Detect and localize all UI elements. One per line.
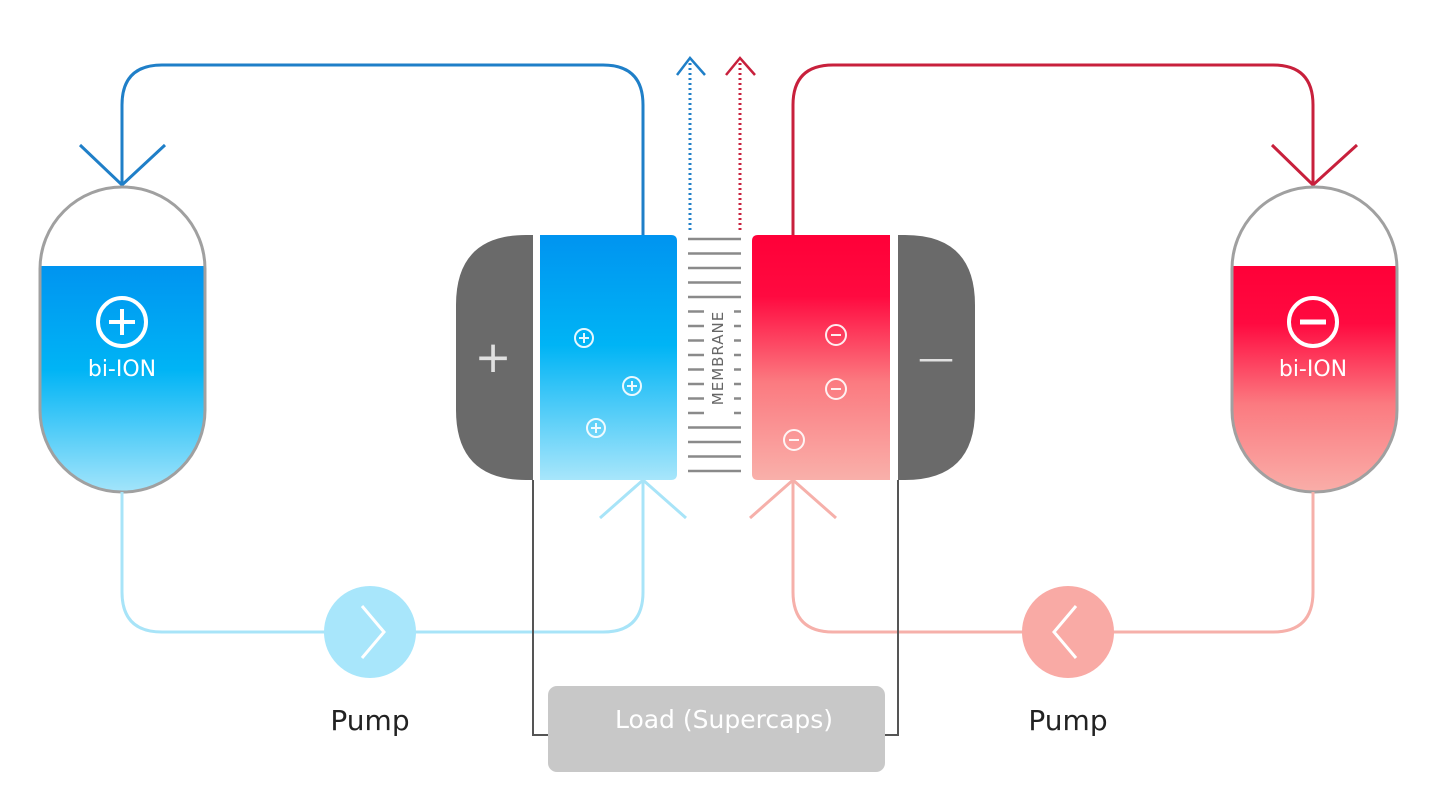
positive-ion-icon (622, 376, 642, 396)
positive-pump[interactable] (324, 586, 416, 678)
negative-ion-icon (825, 324, 847, 346)
negative-half-cell (752, 235, 890, 480)
negative-ion-icon (783, 429, 805, 451)
negative-up-arrow-icon (725, 56, 756, 76)
negative-return-pipe (791, 63, 1315, 235)
membrane-label: MEMBRANE (709, 311, 727, 405)
positive-electrode: + (456, 235, 533, 480)
positive-electrode-symbol: + (475, 332, 512, 383)
negative-ion-icon (825, 378, 847, 400)
positive-pump-label: Pump (330, 704, 409, 737)
positive-ion-icon (574, 328, 594, 348)
positive-ion-icon (586, 418, 606, 438)
positive-wire (532, 480, 550, 736)
membrane (688, 237, 741, 473)
positive-half-cell (540, 235, 677, 480)
negative-tank-label: bi-ION (1279, 357, 1347, 382)
positive-return-arrow-icon (78, 143, 167, 188)
positive-tank: bi-ION (38, 185, 207, 494)
positive-tank-label: bi-ION (88, 357, 156, 382)
load-label: Load (Supercaps) (615, 705, 833, 734)
positive-return-pipe (120, 63, 645, 235)
plus-circle-icon (96, 296, 148, 348)
negative-electrode-symbol: — (918, 338, 954, 379)
load-box: Load (Supercaps) (548, 686, 885, 772)
chevron-right-icon (360, 605, 386, 659)
minus-circle-icon (1287, 296, 1339, 348)
negative-pump-label: Pump (1028, 704, 1107, 737)
negative-tank: bi-ION (1230, 185, 1399, 494)
negative-return-arrow-icon (1270, 143, 1359, 188)
negative-electrode: — (898, 235, 975, 480)
chevron-left-icon (1052, 605, 1078, 659)
negative-pump[interactable] (1022, 586, 1114, 678)
negative-wire (883, 480, 899, 736)
positive-up-arrow-icon (676, 56, 706, 76)
